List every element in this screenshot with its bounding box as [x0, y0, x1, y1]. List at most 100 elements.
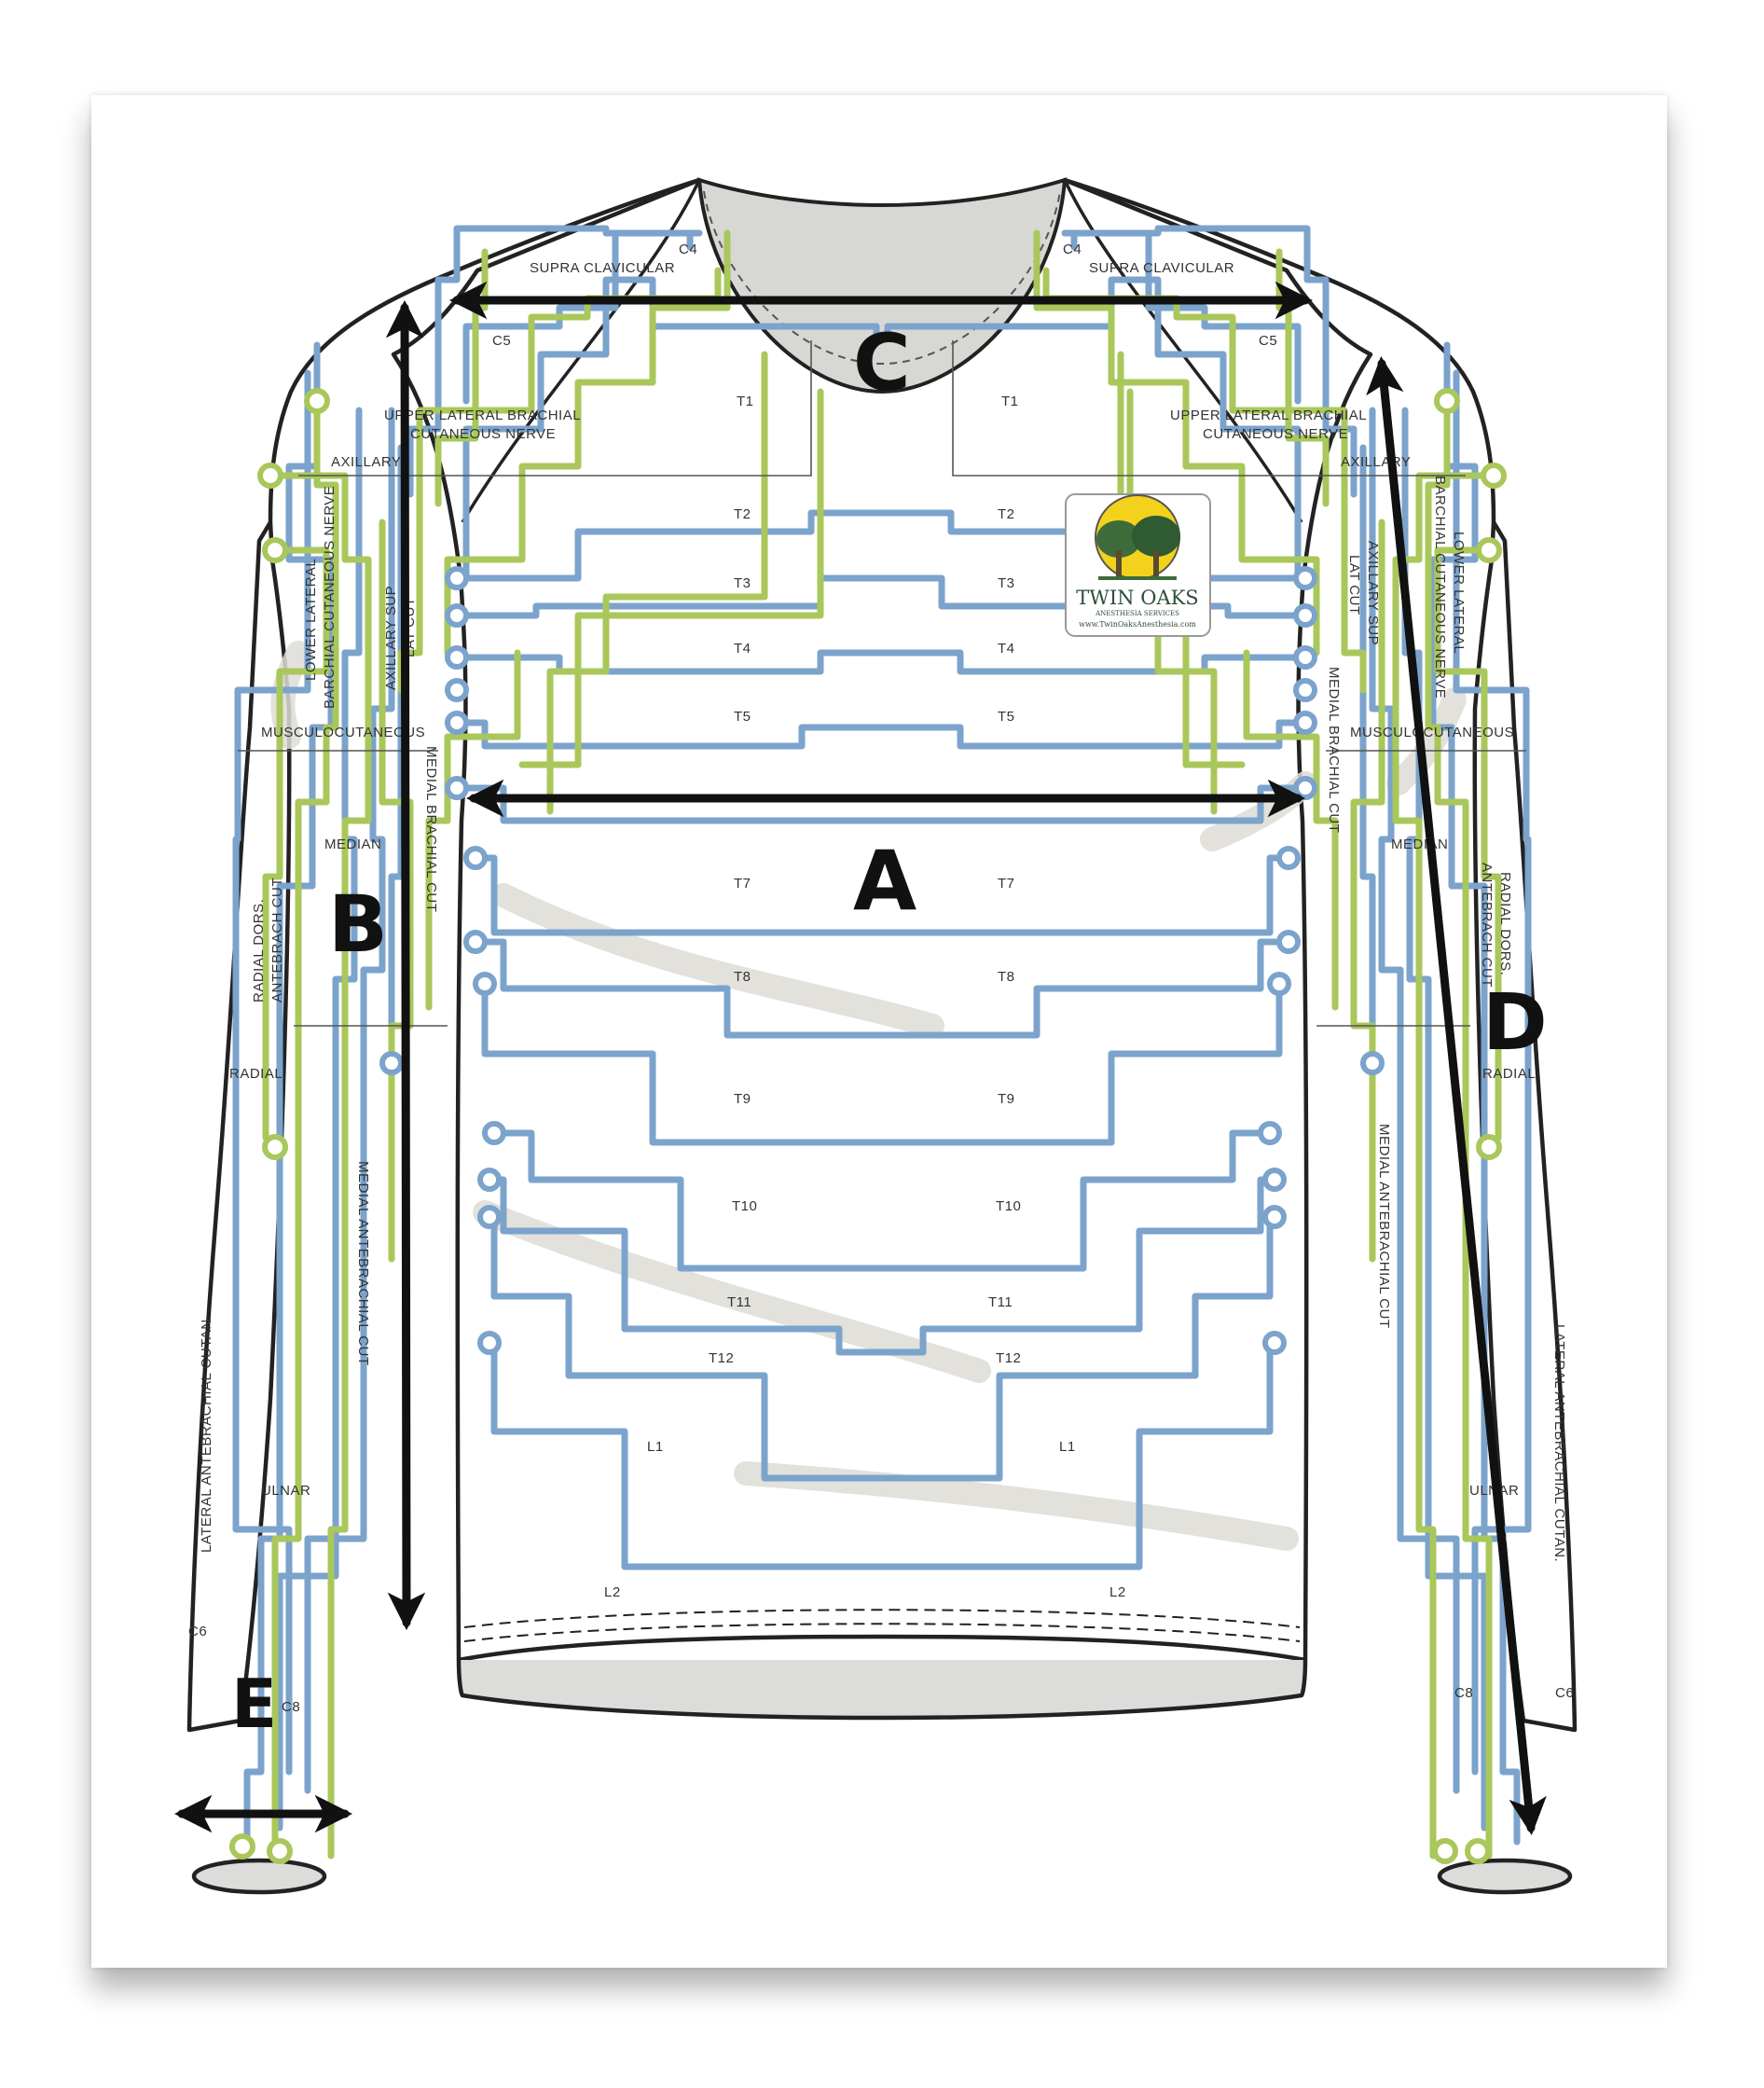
label-radial-left: RADIAL — [229, 1066, 283, 1082]
letter-c: C — [853, 317, 911, 408]
label-musculo-left: MUSCULOCUTANEOUS — [261, 725, 425, 740]
label-axillary-sup-right-2: LAT CUT — [1346, 555, 1362, 615]
t9-left: T9 — [734, 1091, 751, 1107]
t12-right: T12 — [996, 1350, 1021, 1366]
t10-left: T10 — [732, 1198, 757, 1214]
left-green-8 — [425, 649, 521, 1011]
label-lower-lat-left-1: LOWER LATERAL — [303, 559, 319, 681]
label-supra-right: SUPRA CLAVICULAR — [1089, 260, 1234, 276]
label-lower-lat-right-1: LOWER LATERAL — [1451, 532, 1467, 654]
band-t10 — [490, 1129, 1274, 1272]
label-median-right: MEDIAN — [1391, 837, 1448, 852]
label-radial-dors-left-1: RADIAL DORS. — [251, 899, 267, 1003]
label-axillary-sup-right-1: AXILLARY SUP — [1365, 541, 1381, 645]
t5-left: T5 — [734, 709, 751, 725]
label-c4-right: C4 — [1063, 242, 1082, 257]
l1-left: L1 — [647, 1439, 664, 1455]
left-green-7 — [262, 546, 330, 1141]
band-t3 — [453, 574, 1309, 619]
t7-left: T7 — [734, 876, 751, 892]
twin-oaks-logo: TWIN OAKS ANESTHESIA SERVICES www.TwinOa… — [1065, 493, 1211, 637]
label-median-left: MEDIAN — [324, 837, 381, 852]
label-medial-brachial-left: MEDIAL BRACHIAL CUT — [423, 746, 439, 912]
label-radial-dors-right-1: RADIAL DORS. — [1497, 872, 1513, 975]
l1-right: L1 — [1059, 1439, 1076, 1455]
band-l1 — [486, 1339, 1278, 1570]
logo-tagline: ANESTHESIA SERVICES — [1095, 610, 1179, 617]
label-c5-right: C5 — [1259, 333, 1277, 349]
t12-left: T12 — [709, 1350, 734, 1366]
hem — [456, 1659, 1308, 1721]
letter-d: D — [1482, 976, 1548, 1068]
measurement-arrows — [173, 281, 1547, 1836]
arrow-d — [1366, 355, 1547, 1836]
t8-right: T8 — [998, 969, 1015, 985]
right-cuff — [1437, 1858, 1573, 1895]
label-supra-left: SUPRA CLAVICULAR — [530, 260, 675, 276]
label-radial-dors-left-2: ANTEBRACH CUT — [269, 878, 285, 1003]
label-lateral-ante-left: LATERAL ANTEBRACHIAL CUTAN. — [199, 1315, 214, 1553]
label-radial-right: RADIAL — [1482, 1066, 1536, 1082]
t3-right: T3 — [998, 575, 1015, 591]
label-c8-right: C8 — [1454, 1685, 1473, 1701]
label-c6-right: C6 — [1555, 1685, 1574, 1701]
band-t8b — [481, 980, 1283, 1146]
label-medial-ante-right: MEDIAL ANTEBRACHIAL CUT — [1376, 1124, 1392, 1329]
label-medial-brachial-right: MEDIAL BRACHIAL CUT — [1326, 667, 1342, 833]
logo-name: TWIN OAKS — [1076, 587, 1198, 609]
t10-right: T10 — [996, 1198, 1021, 1214]
left-green-5 — [276, 472, 372, 1860]
t11-left: T11 — [727, 1294, 751, 1310]
left-cuff — [191, 1858, 327, 1895]
left-green-9 — [518, 388, 824, 768]
label-upper-lat-left-1: UPPER LATERAL BRACHIAL — [384, 408, 581, 423]
right-green-8 — [1243, 649, 1339, 1011]
label-axillary-right: AXILLARY — [1341, 454, 1411, 470]
l2-right: L2 — [1109, 1584, 1126, 1600]
band-t12 — [486, 1213, 1278, 1482]
t2-right: T2 — [998, 506, 1015, 522]
t4-left: T4 — [734, 641, 751, 657]
t3-left: T3 — [734, 575, 751, 591]
t11-right: T11 — [988, 1294, 1013, 1310]
t4-right: T4 — [998, 641, 1015, 657]
label-upper-lat-left-2: CUTANEOUS NERVE — [410, 426, 556, 442]
letter-e: E — [231, 1665, 277, 1743]
t1-right: T1 — [1001, 394, 1019, 409]
label-axillary-sup-left-1: AXILLARY SUP — [383, 586, 399, 690]
label-ulnar-left: ULNAR — [261, 1483, 310, 1499]
label-c6-left: C6 — [188, 1624, 207, 1639]
label-c8-left: C8 — [282, 1699, 300, 1715]
label-c5-left: C5 — [492, 333, 511, 349]
label-upper-lat-right-2: CUTANEOUS NERVE — [1203, 426, 1348, 442]
t8-left: T8 — [734, 969, 751, 985]
left-arm-blue-4 — [232, 369, 311, 1776]
label-medial-ante-left: MEDIAL ANTEBRACHIAL CUT — [355, 1161, 371, 1366]
t7-right: T7 — [998, 876, 1015, 892]
label-c4-left: C4 — [679, 242, 697, 257]
band-t7 — [472, 854, 1292, 936]
t5-right: T5 — [998, 709, 1015, 725]
arrow-b — [385, 299, 426, 1631]
label-lateral-ante-right: LATERAL ANTEBRACHIAL CUTAN. — [1551, 1324, 1567, 1562]
dermatome-labels: T1 T1 T2 T2 T3 T3 T4 T4 T5 T5 T7 T7 T8 T… — [604, 394, 1126, 1600]
band-t11 — [486, 1176, 1278, 1356]
logo-url: www.TwinOaksAnesthesia.com — [1079, 620, 1196, 629]
measurement-letters: A B C D E — [231, 317, 1548, 1743]
label-lower-lat-right-2: BARCHIAL CUTANEOUS NERVE — [1432, 476, 1448, 698]
label-radial-dors-right-2: ANTEBRACH CUT — [1479, 863, 1495, 988]
left-arm-blue-1 — [243, 341, 335, 1846]
left-green-4 — [271, 397, 339, 1860]
label-musculo-right: MUSCULOCUTANEOUS — [1350, 725, 1514, 740]
label-axillary-left: AXILLARY — [331, 454, 401, 470]
band-t4 — [453, 649, 1309, 675]
t2-left: T2 — [734, 506, 751, 522]
band-t8 — [472, 938, 1292, 1039]
label-lower-lat-left-2: BARCHIAL CUTANEOUS NERVE — [322, 486, 338, 709]
letter-b: B — [328, 878, 388, 970]
letter-a: A — [853, 833, 916, 929]
t1-left: T1 — [737, 394, 754, 409]
logo-trees-icon — [1096, 516, 1180, 580]
l2-left: L2 — [604, 1584, 621, 1600]
